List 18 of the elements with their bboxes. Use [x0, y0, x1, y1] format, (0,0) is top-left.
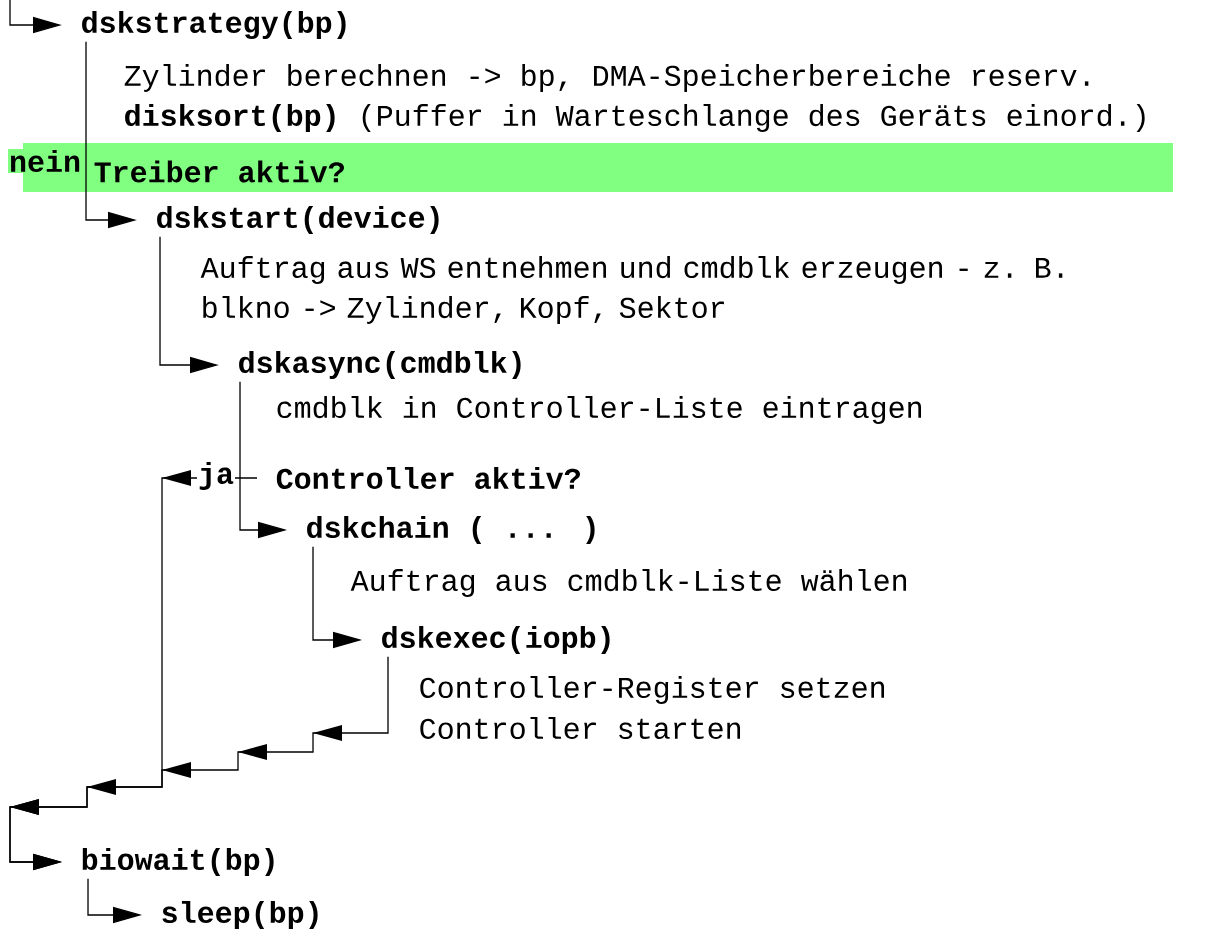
edge-label: nein — [8, 149, 82, 173]
function-name: dskasync(cmdblk) — [239, 351, 521, 379]
description-text: Controller starten — [420, 717, 740, 739]
description-text: Controller-Register setzen — [420, 676, 884, 704]
function-name: dskstart(device) — [157, 206, 439, 234]
description-text: Zylinder berechnen -> bp, DMA-Speicherbereiche reserv. — [124, 64, 1089, 92]
description-text: Auftrag aus WS entnehmen und cmdblk erzeugen - z. B. blkno -> Zylinder, Kopf, Sektor — [200, 256, 1063, 324]
description-text: cmdblk in Controller-Liste eintragen — [277, 396, 921, 424]
function-name: sleep(bp) — [162, 901, 318, 929]
function-name: biowait(bp) — [82, 848, 274, 876]
function-name: dskchain ( ... ) — [307, 516, 595, 544]
edge-label: ja — [197, 461, 235, 491]
function-name: dskexec(iopb) — [382, 626, 610, 654]
condition-text: Controller aktiv? — [276, 467, 580, 489]
description-text: Auftrag aus cmdblk-Liste wählen — [350, 569, 906, 597]
description-text: disksort(bp) (Puffer in Warteschlange des Geräts einord.) — [125, 104, 1145, 132]
condition-text: Treiber aktiv? — [94, 160, 344, 183]
function-name: dskstrategy(bp) — [82, 10, 346, 40]
